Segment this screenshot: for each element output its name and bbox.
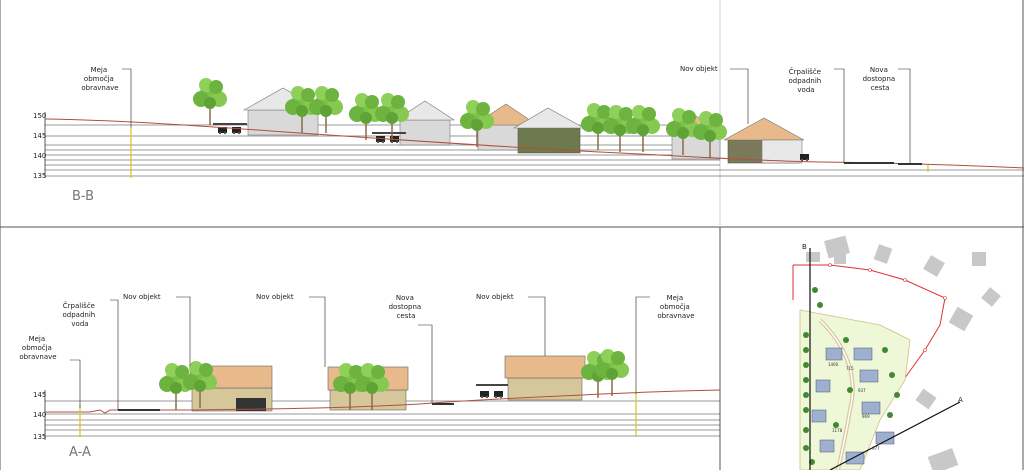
bb-label-nov-objekt: Nov objekt	[680, 65, 718, 73]
parcel-number: 937	[858, 388, 866, 393]
section-aa: 145 140 135	[19, 293, 721, 460]
site-plan: B A 1460 715 937 969 1178 977	[792, 235, 1001, 470]
bb-tick-150: 150	[33, 112, 46, 120]
plan-section-line-a	[829, 401, 961, 470]
aa-tick-145: 145	[33, 391, 46, 399]
bb-label-nova-cesta: Nova dostopna cesta	[863, 66, 898, 92]
aa-building-3	[504, 355, 586, 401]
bb-carport-2	[372, 132, 406, 144]
aa-ground-profile	[45, 389, 721, 414]
aa-pump-station	[118, 409, 160, 411]
bb-tick-140: 140	[33, 152, 46, 160]
section-bb: 150 145 140 135	[33, 65, 1024, 204]
aa-tick-135: 135	[33, 433, 46, 441]
bb-tick-145: 145	[33, 132, 46, 140]
aa-label-nova-cesta: Nova dostopna cesta	[389, 294, 424, 320]
bb-label-meja: Meja območja obravnave	[81, 66, 118, 92]
plan-label-b: B	[802, 243, 807, 251]
aa-carport	[476, 384, 508, 399]
aa-label-meja-left: Meja območja obravnave	[19, 335, 56, 361]
aa-label-crpalisce: Črpališče odpadnih voda	[63, 301, 98, 328]
bb-tick-135: 135	[33, 172, 46, 180]
parcel-number: 1460	[828, 362, 839, 367]
bb-pump-station	[844, 162, 894, 164]
aa-label-nov-objekt-2: Nov objekt	[256, 293, 294, 301]
bb-road	[898, 163, 922, 165]
aa-label-nov-objekt-1: Nov objekt	[123, 293, 161, 301]
parcel-number: 715	[846, 366, 854, 371]
bb-building-6	[723, 117, 805, 164]
aa-label-nov-objekt-3: Nov objekt	[476, 293, 514, 301]
bb-label-crpalisce: Črpališče odpadnih voda	[789, 67, 824, 94]
bb-section-title: B-B	[72, 189, 94, 204]
aa-label-meja-right: Meja območja obravnave	[657, 294, 694, 320]
bb-carport-1	[213, 123, 247, 135]
aa-section-title: A-A	[69, 445, 91, 460]
bb-tree	[192, 77, 228, 126]
parcel-number: 977	[872, 446, 880, 451]
aa-tick-140: 140	[33, 411, 46, 419]
parcel-number: 969	[862, 414, 870, 419]
parcel-number: 1178	[832, 428, 843, 433]
plan-label-a: A	[958, 396, 963, 404]
aa-road	[432, 403, 454, 405]
bb-building-4	[512, 107, 586, 154]
